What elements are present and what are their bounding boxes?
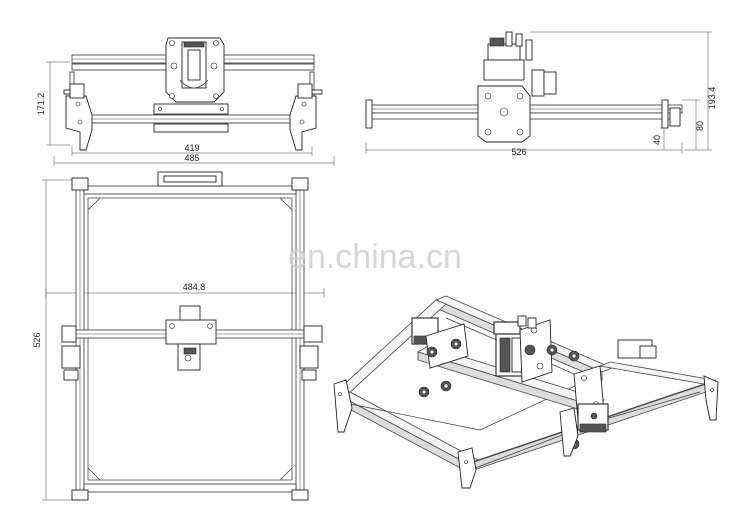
front-inner-width-label: 419 — [184, 143, 199, 153]
isometric-view — [333, 295, 719, 489]
plan-view: 526 484.8 — [32, 171, 325, 501]
side-view: 526 193.4 80 40 — [365, 31, 717, 157]
front-outer-width-label: 485 — [184, 153, 199, 163]
side-80-label: 80 — [695, 121, 705, 131]
side-40-label: 40 — [652, 135, 662, 145]
watermark: en.china.cn — [288, 238, 462, 276]
plan-height-label: 526 — [32, 332, 42, 347]
plan-width-label: 484.8 — [183, 282, 206, 292]
side-length-label: 526 — [511, 147, 526, 157]
front-view: 171.2 419 485 — [36, 37, 335, 166]
front-height-label: 171.2 — [36, 93, 46, 116]
side-height-label: 193.4 — [707, 87, 717, 110]
